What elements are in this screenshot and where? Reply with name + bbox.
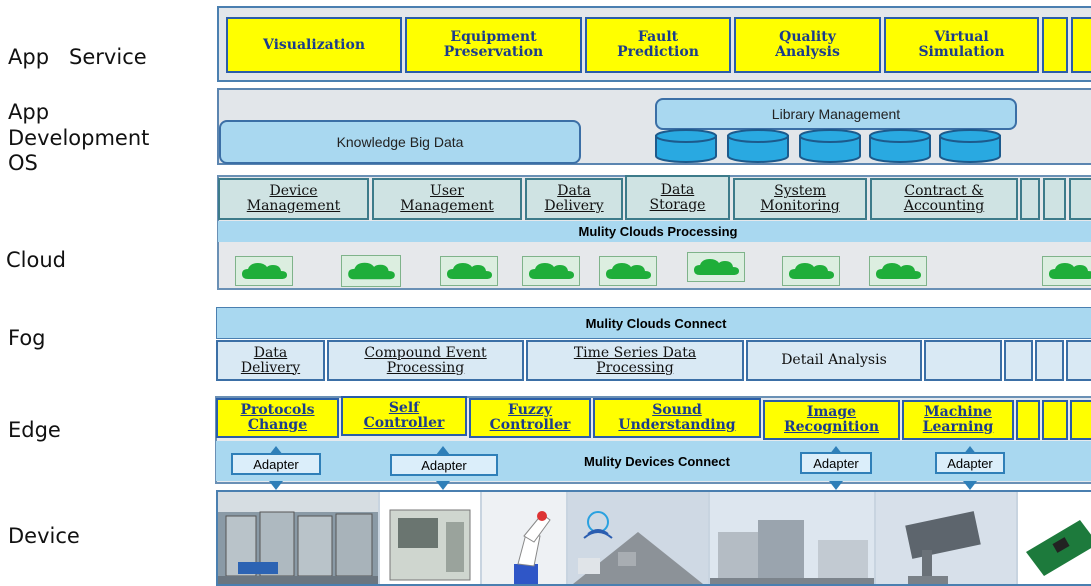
cloud-icon bbox=[789, 263, 834, 279]
fog-extra-slot bbox=[1035, 340, 1064, 381]
app-service-extra-slot bbox=[1042, 17, 1068, 73]
cloud-data-delivery: Data Delivery bbox=[525, 178, 623, 220]
cloud-node bbox=[599, 256, 657, 286]
edge-extra-slot bbox=[1070, 400, 1091, 440]
database-cylinders bbox=[655, 129, 1001, 163]
edge-extra-slot bbox=[1016, 400, 1040, 440]
mulity-clouds-connect-band: Mulity Clouds Connect bbox=[216, 307, 1091, 339]
cloud-node bbox=[341, 255, 401, 287]
fog-data-delivery: Data Delivery bbox=[216, 340, 325, 381]
edge-image-recognition: Image Recognition bbox=[763, 400, 900, 440]
app-service-virtual-simulation: Virtual Simulation bbox=[884, 17, 1039, 73]
robot-arm-photo bbox=[482, 492, 566, 584]
app-service-fault-prediction: Fault Prediction bbox=[585, 17, 731, 73]
circuit-board-photo bbox=[1018, 492, 1091, 584]
database-icon bbox=[655, 129, 717, 163]
adapter-2: Adapter bbox=[390, 454, 498, 476]
cloud-node bbox=[1042, 256, 1091, 286]
layer-label-fog: Fog bbox=[8, 326, 46, 350]
cloud-contract-accounting: Contract & Accounting bbox=[870, 178, 1018, 220]
cloud-node bbox=[869, 256, 927, 286]
cloud-icon bbox=[447, 263, 492, 279]
edge-self-controller: Self Controller bbox=[341, 396, 467, 436]
database-icon bbox=[939, 129, 1001, 163]
database-icon bbox=[869, 129, 931, 163]
app-service-quality-analysis: Quality Analysis bbox=[734, 17, 881, 73]
cloud-node bbox=[235, 256, 293, 286]
database-icon bbox=[727, 129, 789, 163]
mulity-clouds-processing-band: Mulity Clouds Processing bbox=[218, 221, 1091, 242]
layer-label-device: Device bbox=[8, 524, 80, 548]
cloud-icon bbox=[529, 263, 574, 279]
cloud-device-management: Device Management bbox=[218, 178, 369, 220]
cloud-node bbox=[687, 252, 745, 282]
cloud-extra-slot bbox=[1020, 178, 1040, 220]
cloud-icon bbox=[242, 263, 287, 279]
machine-photo bbox=[380, 492, 480, 584]
fog-extra-slot bbox=[1004, 340, 1033, 381]
layer-label-cloud: Cloud bbox=[6, 248, 66, 272]
app-service-visualization: Visualization bbox=[226, 17, 402, 73]
app-service-equipment-preservation: Equipment Preservation bbox=[405, 17, 582, 73]
cloud-node bbox=[440, 256, 498, 286]
layer-label-edge: Edge bbox=[8, 418, 61, 442]
fog-extra-slot bbox=[1066, 340, 1091, 381]
cloud-icon bbox=[694, 259, 739, 275]
knowledge-big-data: Knowledge Big Data bbox=[219, 120, 581, 164]
fog-detail-analysis: Detail Analysis bbox=[746, 340, 922, 381]
app-service-extra-slot bbox=[1071, 17, 1091, 73]
edge-sound-understanding: Sound Understanding bbox=[593, 398, 761, 438]
cloud-data-storage: Data Storage bbox=[625, 175, 730, 220]
cloud-system-monitoring: System Monitoring bbox=[733, 178, 867, 220]
cloud-extra-slot bbox=[1069, 178, 1091, 220]
cloud-icon bbox=[606, 263, 651, 279]
layer-label-app-development-os: App Development OS bbox=[8, 100, 150, 176]
fog-extra-slot bbox=[924, 340, 1002, 381]
adapter-3: Adapter bbox=[800, 452, 872, 474]
device-photos bbox=[218, 492, 1091, 584]
edge-machine-learning: Machine Learning bbox=[902, 400, 1014, 440]
database-icon bbox=[799, 129, 861, 163]
edge-extra-slot bbox=[1042, 400, 1068, 440]
cloud-icon bbox=[1049, 263, 1091, 279]
cloud-node bbox=[782, 256, 840, 286]
cloud-node bbox=[522, 256, 580, 286]
library-management: Library Management bbox=[655, 98, 1017, 130]
layer-label-app-service: App Service bbox=[8, 45, 147, 69]
fog-compound-event-processing: Compound Event Processing bbox=[327, 340, 524, 381]
edge-fuzzy-controller: Fuzzy Controller bbox=[469, 398, 591, 438]
device-panel bbox=[216, 490, 1091, 586]
adapter-4: Adapter bbox=[935, 452, 1005, 474]
adapter-1: Adapter bbox=[231, 453, 321, 475]
cloud-icon bbox=[876, 263, 921, 279]
cloud-user-management: User Management bbox=[372, 178, 522, 220]
factory-line-photo bbox=[218, 492, 378, 584]
edge-protocols-change: Protocols Change bbox=[216, 398, 339, 438]
city-building-photo bbox=[710, 492, 874, 584]
cloud-icon bbox=[348, 262, 395, 280]
cloud-extra-slot bbox=[1043, 178, 1066, 220]
fog-time-series-data-processing: Time Series Data Processing bbox=[526, 340, 744, 381]
security-camera-photo bbox=[876, 492, 1016, 584]
road-traffic-photo bbox=[568, 492, 708, 584]
